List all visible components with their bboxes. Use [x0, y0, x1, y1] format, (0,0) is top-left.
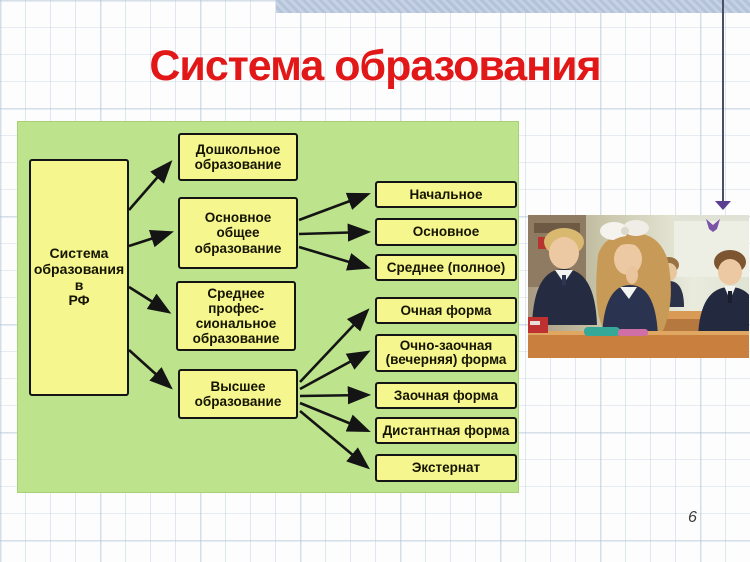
box-label: Высшее образование [194, 378, 282, 409]
box-label: Основное общее образование [194, 210, 282, 256]
box-label: Среднее профес- сиональное образование [192, 285, 280, 347]
education-diagram-panel: Система образования в РФ Дошкольное обра… [17, 121, 519, 493]
pennant-triangle-icon [715, 201, 731, 210]
decorative-vertical-line [722, 0, 724, 202]
slide-title: Система образования [149, 42, 601, 90]
box-basic-general-education: Основное общее образование [178, 197, 298, 269]
box-label: Очно-заочная (вечерняя) форма [385, 337, 507, 367]
box-label: Основное [412, 224, 480, 240]
box-label: Система образования в РФ [33, 245, 125, 309]
box-label: Среднее (полное) [386, 259, 506, 275]
box-part-time-evening-form: Очно-заочная (вечерняя) форма [375, 334, 517, 372]
box-higher-education: Высшее образование [178, 369, 298, 419]
box-label: Дистантная форма [382, 422, 510, 438]
box-full-time-form: Очная форма [375, 297, 517, 324]
box-label: Очная форма [400, 302, 492, 318]
box-label: Начальное [409, 186, 483, 202]
box-preschool-education: Дошкольное образование [178, 133, 298, 181]
box-correspondence-form: Заочная форма [375, 382, 517, 409]
box-label: Заочная форма [393, 387, 499, 403]
box-external-study: Экстернат [375, 454, 517, 482]
box-basic: Основное [375, 218, 517, 246]
box-label: Дошкольное образование [194, 141, 282, 172]
decorative-top-bar [276, 0, 750, 13]
box-label: Экстернат [411, 460, 481, 476]
page-number: 6 [688, 509, 697, 526]
box-secondary-complete: Среднее (полное) [375, 254, 517, 281]
box-education-system-rf: Система образования в РФ [29, 159, 129, 396]
box-primary: Начальное [375, 181, 517, 208]
box-distance-form: Дистантная форма [375, 417, 517, 444]
diagram-arrows [128, 160, 372, 470]
classroom-photo [528, 215, 749, 358]
box-secondary-professional-education: Среднее профес- сиональное образование [176, 281, 296, 351]
